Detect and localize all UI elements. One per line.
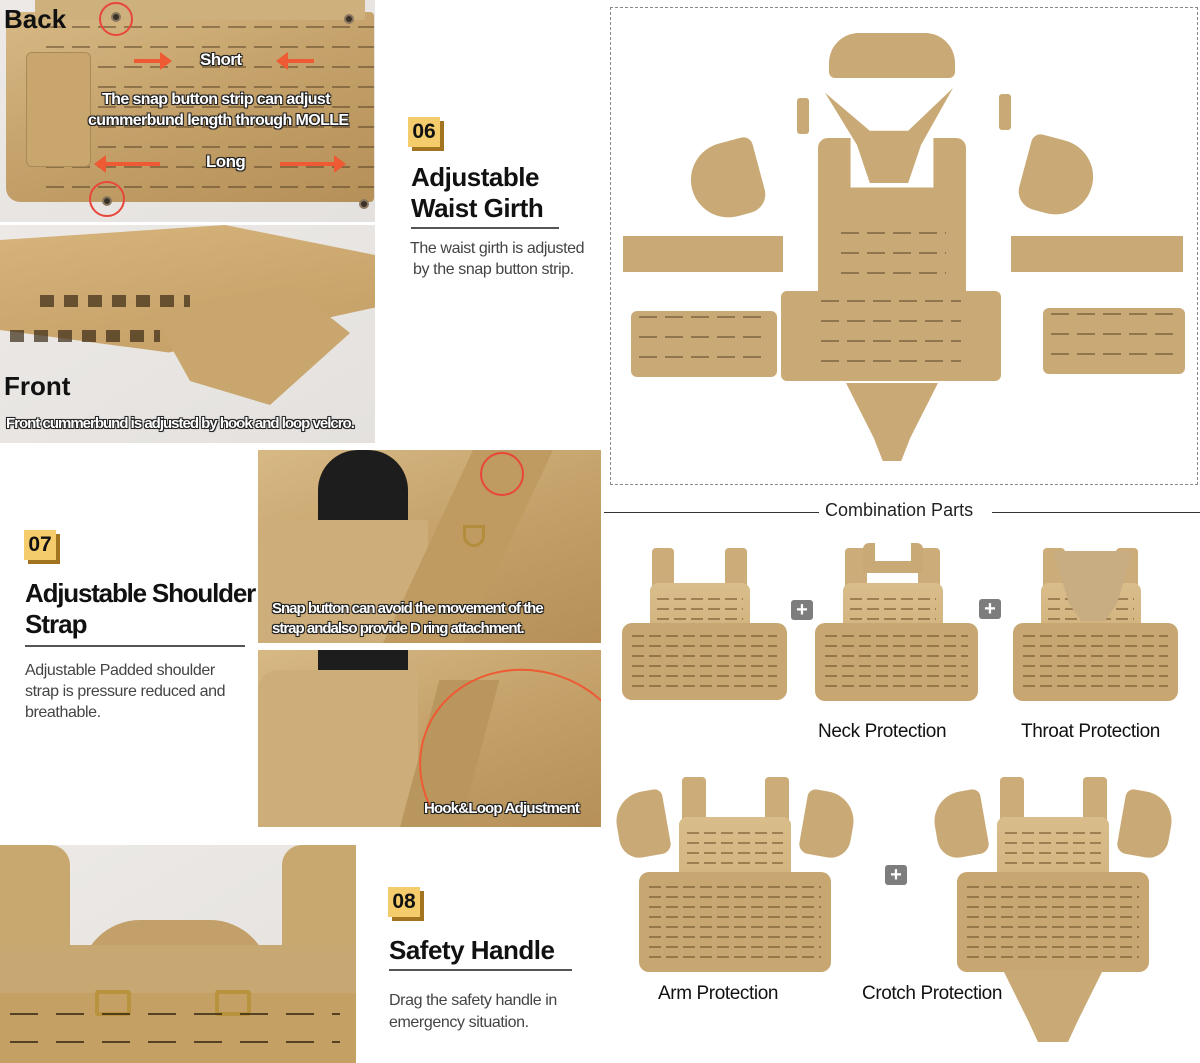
waist-strap-right — [1011, 236, 1183, 272]
feature-08-title: Safety Handle — [389, 935, 555, 965]
back-cummerbund-photo: Back Short The snap button strip can adj… — [0, 0, 375, 222]
feature-06-divider — [411, 227, 559, 229]
shoulder-snap-photo: Snap button can avoid the movement of th… — [258, 450, 601, 643]
cummerbund-back-panel — [6, 12, 374, 202]
snap-highlight-bottom — [89, 181, 125, 217]
vest-throat-protection — [1013, 543, 1178, 701]
feature-07-title-line1: Adjustable Shoulder — [25, 578, 256, 608]
d-ring-tab-right — [999, 94, 1011, 130]
front-label: Front — [4, 371, 71, 401]
molle-caption-line1: The snap button strip can adjust — [102, 91, 331, 108]
d-ring-tab-left — [797, 98, 809, 134]
label-crotch-protection: Crotch Protection — [862, 983, 1002, 1004]
crotch-guard-part — [846, 383, 938, 461]
cummerbund-front — [781, 291, 1001, 381]
arrow-left-short — [276, 52, 314, 70]
feature-08-desc-line1: Drag the safety handle in — [389, 992, 557, 1009]
combination-parts-title: Combination Parts — [819, 500, 980, 521]
label-throat-protection: Throat Protection — [1021, 721, 1160, 742]
front-caption: Front cummerbund is adjusted by hook and… — [6, 415, 355, 432]
plus-icon-2: + — [979, 599, 1001, 619]
feature-07-desc-line2: strap is pressure reduced and — [25, 683, 226, 700]
vest-arm-protection — [611, 772, 859, 972]
shoulder-snap-caption-line1: Snap button can avoid the movement of th… — [272, 600, 544, 617]
feature-number-08: 08 — [388, 887, 420, 917]
arrow-right-long — [280, 155, 346, 173]
label-arm-protection: Arm Protection — [658, 983, 779, 1004]
snap-highlight-top — [99, 2, 133, 36]
base-vest — [622, 548, 787, 700]
front-cummerbund-photo: Front Front cummerbund is adjusted by ho… — [0, 225, 375, 443]
plus-icon-1: + — [791, 600, 813, 620]
arrow-left-long — [94, 155, 160, 173]
combo-rule-left — [604, 512, 820, 513]
feature-07-desc-line3: breathable. — [25, 704, 101, 721]
shoulder-snap-caption-line2: strap andalso provide D ring attachment. — [272, 620, 525, 637]
feature-07-title-line2: Strap — [25, 609, 87, 639]
combo-rule-right — [992, 512, 1200, 513]
arrow-right-short — [134, 52, 172, 70]
crotch-flap — [1003, 970, 1103, 1042]
feature-07-divider — [25, 645, 245, 647]
feature-number-07: 07 — [24, 530, 56, 560]
feature-06-title-line1: Adjustable — [411, 162, 539, 192]
back-label: Back — [4, 4, 67, 34]
side-panel-left — [631, 311, 777, 377]
exploded-parts-box — [610, 7, 1198, 485]
short-label: Short — [200, 50, 242, 69]
long-label: Long — [206, 152, 246, 171]
feature-06-desc-line1: The waist girth is adjusted — [410, 240, 585, 257]
feature-08-divider — [389, 969, 572, 971]
feature-06-desc-line2: by the snap button strip. — [413, 261, 574, 278]
shoulder-hook-loop-photo: Hook&Loop Adjustment — [258, 650, 601, 827]
neck-collar-part — [829, 33, 955, 78]
feature-number-06: 06 — [408, 117, 440, 147]
arm-guard-right — [1014, 132, 1102, 223]
label-neck-protection: Neck Protection — [818, 721, 947, 742]
feature-06-title-line2: Waist Girth — [411, 193, 544, 223]
hook-loop-caption: Hook&Loop Adjustment — [424, 800, 580, 817]
vest-crotch-protection — [929, 772, 1177, 1042]
plus-icon-3: + — [885, 865, 907, 885]
vest-neck-protection — [815, 543, 978, 701]
side-panel-right — [1043, 308, 1185, 374]
waist-strap-left — [623, 236, 783, 272]
molle-caption-line2: cummerbund length through MOLLE — [88, 112, 349, 129]
feature-08-desc-line2: emergency situation. — [389, 1014, 529, 1031]
feature-07-desc-line1: Adjustable Padded shoulder — [25, 662, 215, 679]
safety-handle-photo — [0, 845, 356, 1063]
arm-guard-left — [682, 135, 770, 226]
snap-button-highlight — [480, 452, 524, 496]
